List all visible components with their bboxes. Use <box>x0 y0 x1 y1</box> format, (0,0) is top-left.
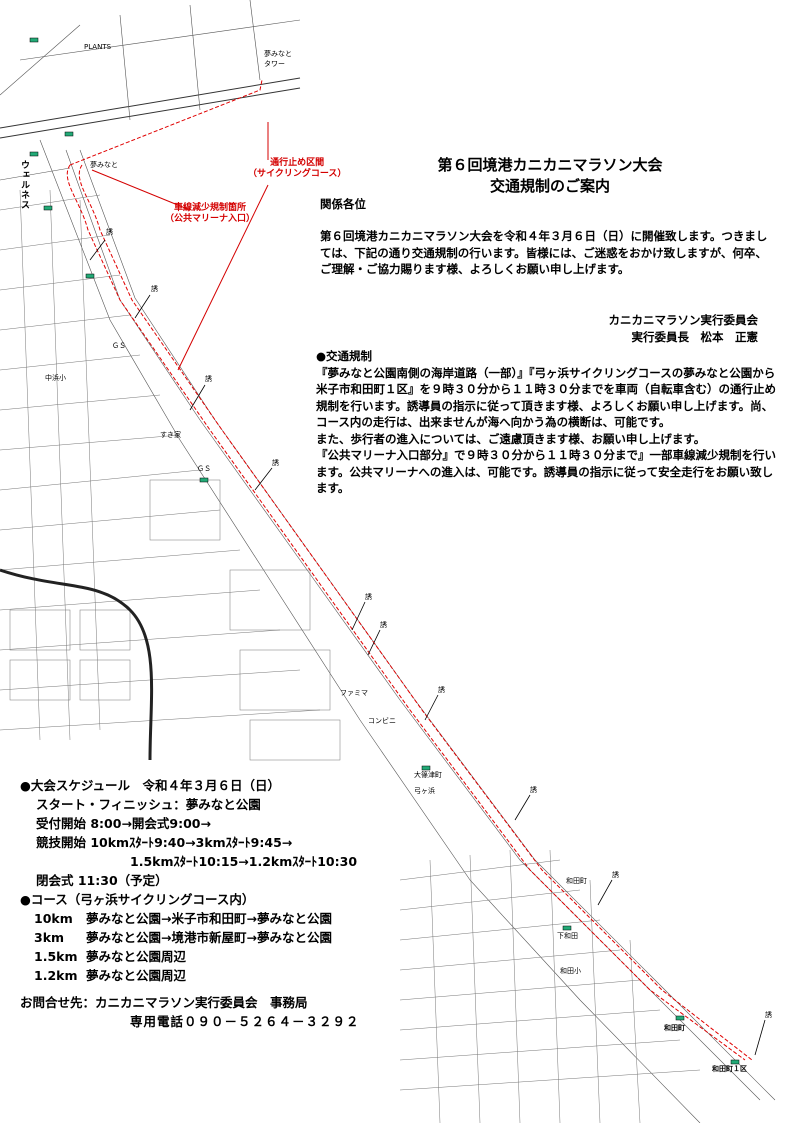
chair-name: 実行委員長 松本 正憲 <box>631 330 759 344</box>
course-row: 10km 夢みなと公園→米子市和田町→夢みなと公園 <box>20 909 420 928</box>
reception: 受付開始 8:00→開会式9:00→ <box>36 816 211 831</box>
map-label-gs-1: ＧＳ <box>112 342 126 350</box>
map-label-wadacho-1ku: 和田町１区 <box>712 1065 747 1073</box>
title-line-2: 交通規制のご案内 <box>489 177 610 195</box>
committee-name: カニカニマラソン実行委員会 <box>608 313 759 327</box>
course-route: 夢みなと公園→境港市新屋町→夢みなと公園 <box>86 930 332 945</box>
guide-marker: 誘 <box>530 786 537 794</box>
race-start-2: 1.5kmｽﾀｰﾄ10:15→1.2kmｽﾀｰﾄ10:30 <box>130 854 358 869</box>
map-label-tower-2: タワー <box>264 60 285 68</box>
traffic-p3: 『公共マリーナ入口部分』で９時３０分から１１時３０分まで』一部車線減少規制を行い… <box>316 448 776 495</box>
closure-label-2: （サイクリングコース） <box>248 169 347 180</box>
map-label-plants: PLANTS <box>84 43 112 51</box>
signature: カニカニマラソン実行委員会 実行委員長 松本 正憲 <box>500 312 759 346</box>
contact-phone: 専用電話０９０－５２６４－３２９２ <box>130 1014 360 1029</box>
course-row: 1.5km 夢みなと公園周辺 <box>20 947 420 966</box>
course-heading: ●コース（弓ヶ浜サイクリングコース内） <box>20 892 255 907</box>
map-label-gs-2: ＧＳ <box>197 465 211 473</box>
guide-marker: 誘 <box>272 459 279 467</box>
page-title: 第６回境港カニカニマラソン大会 交通規制のご案内 <box>320 155 780 197</box>
intro-text: 第６回境港カニカニマラソン大会を令和４年３月６日（日）に開催致します。つきまして… <box>320 229 768 276</box>
guide-marker: 誘 <box>438 686 445 694</box>
schedule-section: ●大会スケジュール 令和４年３月６日（日） スタート・フィニッシュ：夢みなと公園… <box>20 776 420 985</box>
start-finish: スタート・フィニッシュ：夢みなと公園 <box>36 797 261 812</box>
guide-marker: 誘 <box>106 228 113 236</box>
map-label-tower-1: 夢みなと <box>264 50 292 58</box>
map-label-sukiya: すき家 <box>160 431 181 439</box>
map-label-wada-school: 和田小 <box>560 967 581 975</box>
guide-marker: 誘 <box>151 285 158 293</box>
course-route: 夢みなと公園→米子市和田町→夢みなと公園 <box>86 911 332 926</box>
guide-marker: 誘 <box>765 1011 772 1019</box>
map-label-shimowada: 下和田 <box>557 932 578 940</box>
salutation: 関係各位 <box>320 197 366 211</box>
map-label-yumigahama: 弓ヶ浜 <box>414 787 435 795</box>
closure-label-1: 通行止め区間 <box>270 158 325 168</box>
traffic-heading: ●交通規制 <box>316 349 373 363</box>
course-distance: 1.2km <box>34 968 78 983</box>
map-label-conv: コンビニ <box>368 717 396 725</box>
contact-section: お問合せ先：カニカニマラソン実行委員会 事務局 専用電話０９０－５２６４－３２９… <box>20 993 360 1031</box>
map-label-nakahama: 中浜小 <box>45 374 66 382</box>
closing-ceremony: 閉会式 11:30（予定） <box>36 873 168 888</box>
closure-callout: 通行止め区間 （サイクリングコース） <box>248 158 346 181</box>
guide-marker: 誘 <box>380 621 387 629</box>
lane-callout: 車線減少規制箇所 （公共マリーナ入口） <box>165 203 255 226</box>
map-label-park: 夢みなと <box>90 161 118 169</box>
course-route <box>66 79 753 1061</box>
city-blocks <box>0 189 341 761</box>
course-row: 1.2km 夢みなと公園周辺 <box>20 966 420 985</box>
course-row: 3km 夢みなと公園→境港市新屋町→夢みなと公園 <box>20 928 420 947</box>
traffic-section: ●交通規制 『夢みなと公園南側の海岸道路（一部）』『弓ヶ浜サイクリングコースの夢… <box>316 348 776 497</box>
map-label-wada-2: 和田町 <box>664 1024 685 1032</box>
leader-lines <box>91 122 269 371</box>
guide-arrows <box>89 239 766 1056</box>
schedule-heading: ●大会スケジュール 令和４年３月６日（日） <box>20 778 281 793</box>
course-route: 夢みなと公園周辺 <box>86 968 187 983</box>
traffic-p1: 『夢みなと公園南側の海岸道路（一部）』『弓ヶ浜サイクリングコースの夢みなと公園か… <box>316 365 776 430</box>
traffic-p2: また、歩行者の進入については、ご遠慮頂きます様、お願い申し上げます。 <box>316 431 706 446</box>
course-distance: 10km <box>34 911 73 926</box>
title-line-1: 第６回境港カニカニマラソン大会 <box>437 156 663 174</box>
lane-label-1: 車線減少規制箇所 <box>174 203 247 213</box>
river <box>0 568 154 761</box>
guide-marker: 誘 <box>365 593 372 601</box>
race-start-1: 競技開始 10kmｽﾀｰﾄ9:40→3kmｽﾀｰﾄ9:45→ <box>36 835 293 850</box>
signal-markers <box>29 37 740 1065</box>
guide-marker: 誘 <box>205 375 212 383</box>
map-label-oshinozu: 大篠津町 <box>414 771 442 779</box>
guide-marker: 誘 <box>612 871 619 879</box>
course-distance: 3km <box>34 930 65 945</box>
map-label-welness: ウェルネス <box>19 160 29 210</box>
course-distance: 1.5km <box>34 949 78 964</box>
map-label-wadacho: 和田町 <box>566 877 587 885</box>
contact-label: お問合せ先：カニカニマラソン実行委員会 事務局 <box>20 995 308 1010</box>
map-label-famima: ファミマ <box>340 689 368 697</box>
lane-label-2: （公共マリーナ入口） <box>165 214 256 225</box>
course-route: 夢みなと公園周辺 <box>86 949 187 964</box>
